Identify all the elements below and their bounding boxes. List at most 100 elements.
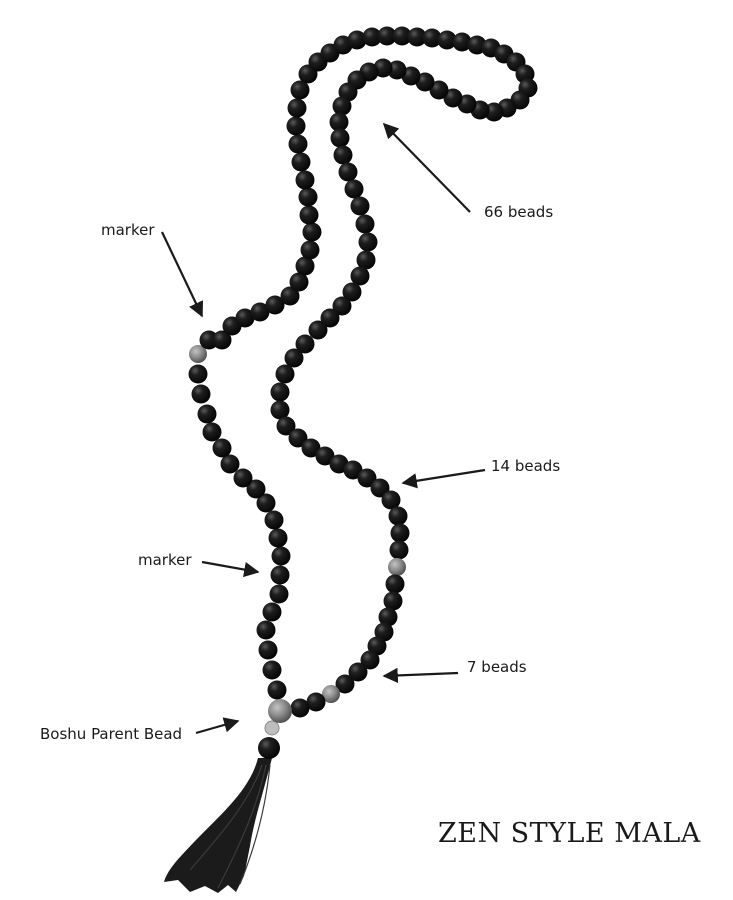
arrow-marker-top [161,231,203,318]
bead [330,128,350,148]
bead [212,330,232,350]
bead [357,468,377,488]
bead [388,506,408,526]
bead [270,382,290,402]
tassel-strands [189,764,271,889]
bead [335,674,355,694]
bead [362,27,382,47]
bead [390,523,410,543]
arrow-marker-mid [201,560,260,578]
bead [333,145,353,165]
bead [301,438,321,458]
parent-bead [268,699,292,723]
bead [378,607,398,627]
bead [344,179,364,199]
bead [350,196,370,216]
bead [212,438,232,458]
bead [355,214,375,234]
bead [270,400,290,420]
bead [367,636,387,656]
bead [199,330,219,350]
bead [308,320,328,340]
bead [377,26,397,46]
bead [387,60,407,80]
bead [348,662,368,682]
bead [370,478,390,498]
bead [269,584,289,604]
bead [484,102,504,122]
marker-bead [388,558,406,576]
bead [356,250,376,270]
bead [383,591,403,611]
arrow-7-beads [382,667,459,684]
tassel [164,720,280,893]
bead [288,428,308,448]
bead [392,26,412,46]
bead [407,27,427,47]
bead [188,364,208,384]
bead [302,222,322,242]
bead [197,404,217,424]
bead [300,240,320,260]
annotation-arrows [161,122,486,735]
bead [288,134,308,154]
bead [287,98,307,118]
bead [385,574,405,594]
bead [299,205,319,225]
bead [202,422,222,442]
bead [290,80,310,100]
bead [452,32,472,52]
bead [284,348,304,368]
bead [429,80,449,100]
marker-bead [322,685,340,703]
bead [437,30,457,50]
bead [342,282,362,302]
bead [262,660,282,680]
bead [332,96,352,116]
bead [290,698,310,718]
bead [268,528,288,548]
bead [291,152,311,172]
bead [332,296,352,316]
tassel-spacer-bead [264,720,280,736]
bead [280,286,300,306]
bead [320,308,340,328]
bead [286,116,306,136]
label-7-beads: 7 beads [467,658,527,676]
bead [264,510,284,530]
bead [389,540,409,560]
bead [360,650,380,670]
bead [295,334,315,354]
bead [443,88,463,108]
bead [220,454,240,474]
bead [358,232,378,252]
tassel-cap-bead [258,737,280,759]
bead [343,460,363,480]
bead [262,602,282,622]
bead [295,256,315,276]
bead [422,28,442,48]
bead [275,364,295,384]
label-parent-bead: Boshu Parent Bead [40,725,183,743]
page-title: ZEN STYLE MALA [438,818,701,849]
bead [256,493,276,513]
bead [256,620,276,640]
arrow-66-beads [382,122,471,213]
bead [267,680,287,700]
bead-strand [188,26,538,723]
arrow-14-beads [401,468,486,489]
label-14-beads: 14 beads [491,457,561,475]
bead [258,640,278,660]
marker-bead [189,345,207,363]
label-marker-mid: marker [138,551,192,569]
label-66-beads: 66 beads [484,203,554,221]
bead [350,266,370,286]
bead [246,479,266,499]
bead [338,162,358,182]
bead [270,565,290,585]
bead [276,416,296,436]
tassel-body [164,758,272,893]
bead [374,622,394,642]
bead [315,446,335,466]
